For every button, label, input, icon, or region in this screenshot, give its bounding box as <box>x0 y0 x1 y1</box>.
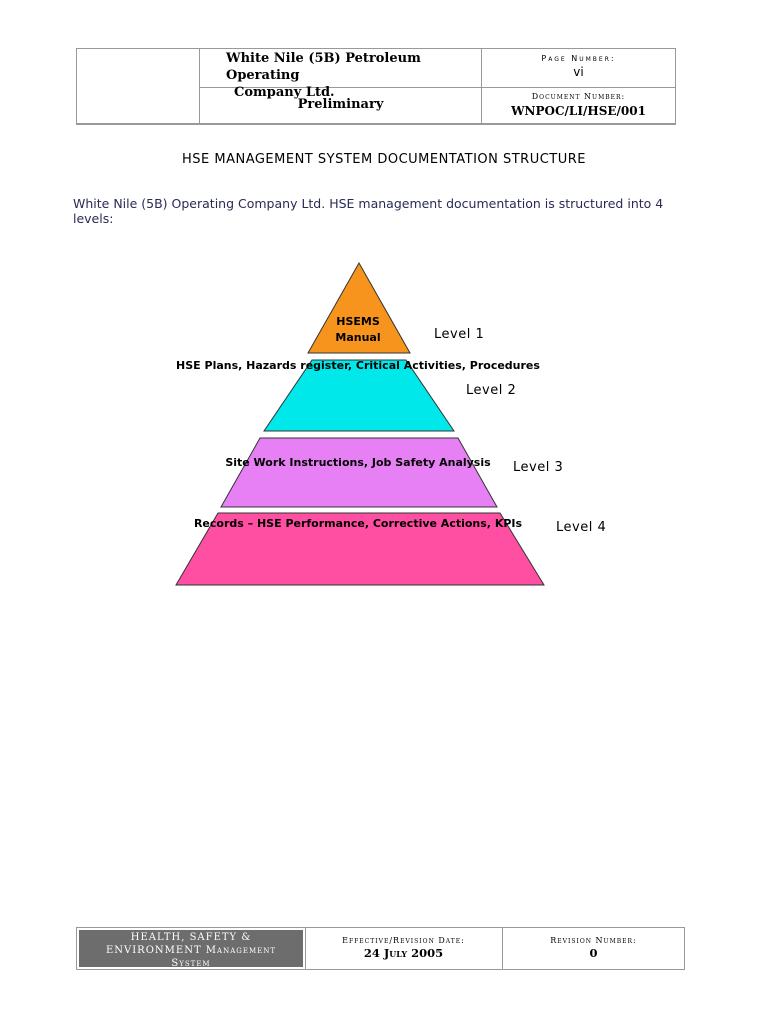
document-footer: HEALTH, SAFETY & ENVIRONMENT Management … <box>76 927 685 970</box>
document-number-label: Document Number: <box>531 92 626 101</box>
page-number: vi <box>573 65 584 79</box>
tier-4-label: Records – HSE Performance, Corrective Ac… <box>194 517 523 530</box>
hse-line3: System <box>171 958 211 969</box>
revision-number-cell: Revision Number: 0 <box>503 928 684 969</box>
page-number-cell: Page Number: vi <box>482 49 676 88</box>
page-number-label: Page Number: <box>541 54 616 63</box>
document-header: White Nile (5B) Petroleum Operating Comp… <box>76 48 676 125</box>
document-status: Preliminary <box>200 88 482 123</box>
effective-date-label: Effective/Revision Date: <box>342 936 465 945</box>
company-name: White Nile (5B) Petroleum Operating Comp… <box>200 49 482 100</box>
hse-line1: HEALTH, SAFETY & <box>130 932 252 943</box>
pyramid-tier-3 <box>220 437 498 508</box>
logo-area <box>76 49 200 123</box>
page-title: HSE MANAGEMENT SYSTEM DOCUMENTATION STRU… <box>181 152 587 167</box>
pyramid-tier-2 <box>263 359 455 432</box>
document-number: WNPOC/LI/HSE/001 <box>511 104 646 118</box>
pyramid-tier-4 <box>175 512 545 586</box>
document-number-cell: Document Number: WNPOC/LI/HSE/001 <box>482 88 676 123</box>
company-name-line1: White Nile (5B) Petroleum Operating <box>226 51 421 83</box>
revision-number: 0 <box>589 946 598 960</box>
tier-1-label-line2: Manual <box>335 331 380 344</box>
intro-paragraph: White Nile (5B) Operating Company Ltd. H… <box>73 196 664 226</box>
tier-2-label: HSE Plans, Hazards register, Critical Ac… <box>176 359 540 372</box>
effective-date: 24 July 2005 <box>363 946 444 960</box>
company-name-line2: Company Ltd. <box>234 85 335 100</box>
tier-3-label: Site Work Instructions, Job Safety Analy… <box>225 456 491 469</box>
level-3-label: Level 3 <box>513 460 563 475</box>
revision-number-label: Revision Number: <box>550 936 637 945</box>
level-4-label: Level 4 <box>556 520 606 535</box>
tier-1-label-line1: HSEMS <box>336 315 380 328</box>
pyramid-tier-1 <box>307 261 411 354</box>
hse-system-cell: HEALTH, SAFETY & ENVIRONMENT Management … <box>76 927 306 970</box>
hse-line2: ENVIRONMENT Management <box>105 945 277 956</box>
level-1-label: Level 1 <box>434 327 484 342</box>
documentation-pyramid: HSEMS Manual HSE Plans, Hazards register… <box>175 261 606 586</box>
level-2-label: Level 2 <box>466 383 516 398</box>
effective-date-cell: Effective/Revision Date: 24 July 2005 <box>305 928 503 969</box>
